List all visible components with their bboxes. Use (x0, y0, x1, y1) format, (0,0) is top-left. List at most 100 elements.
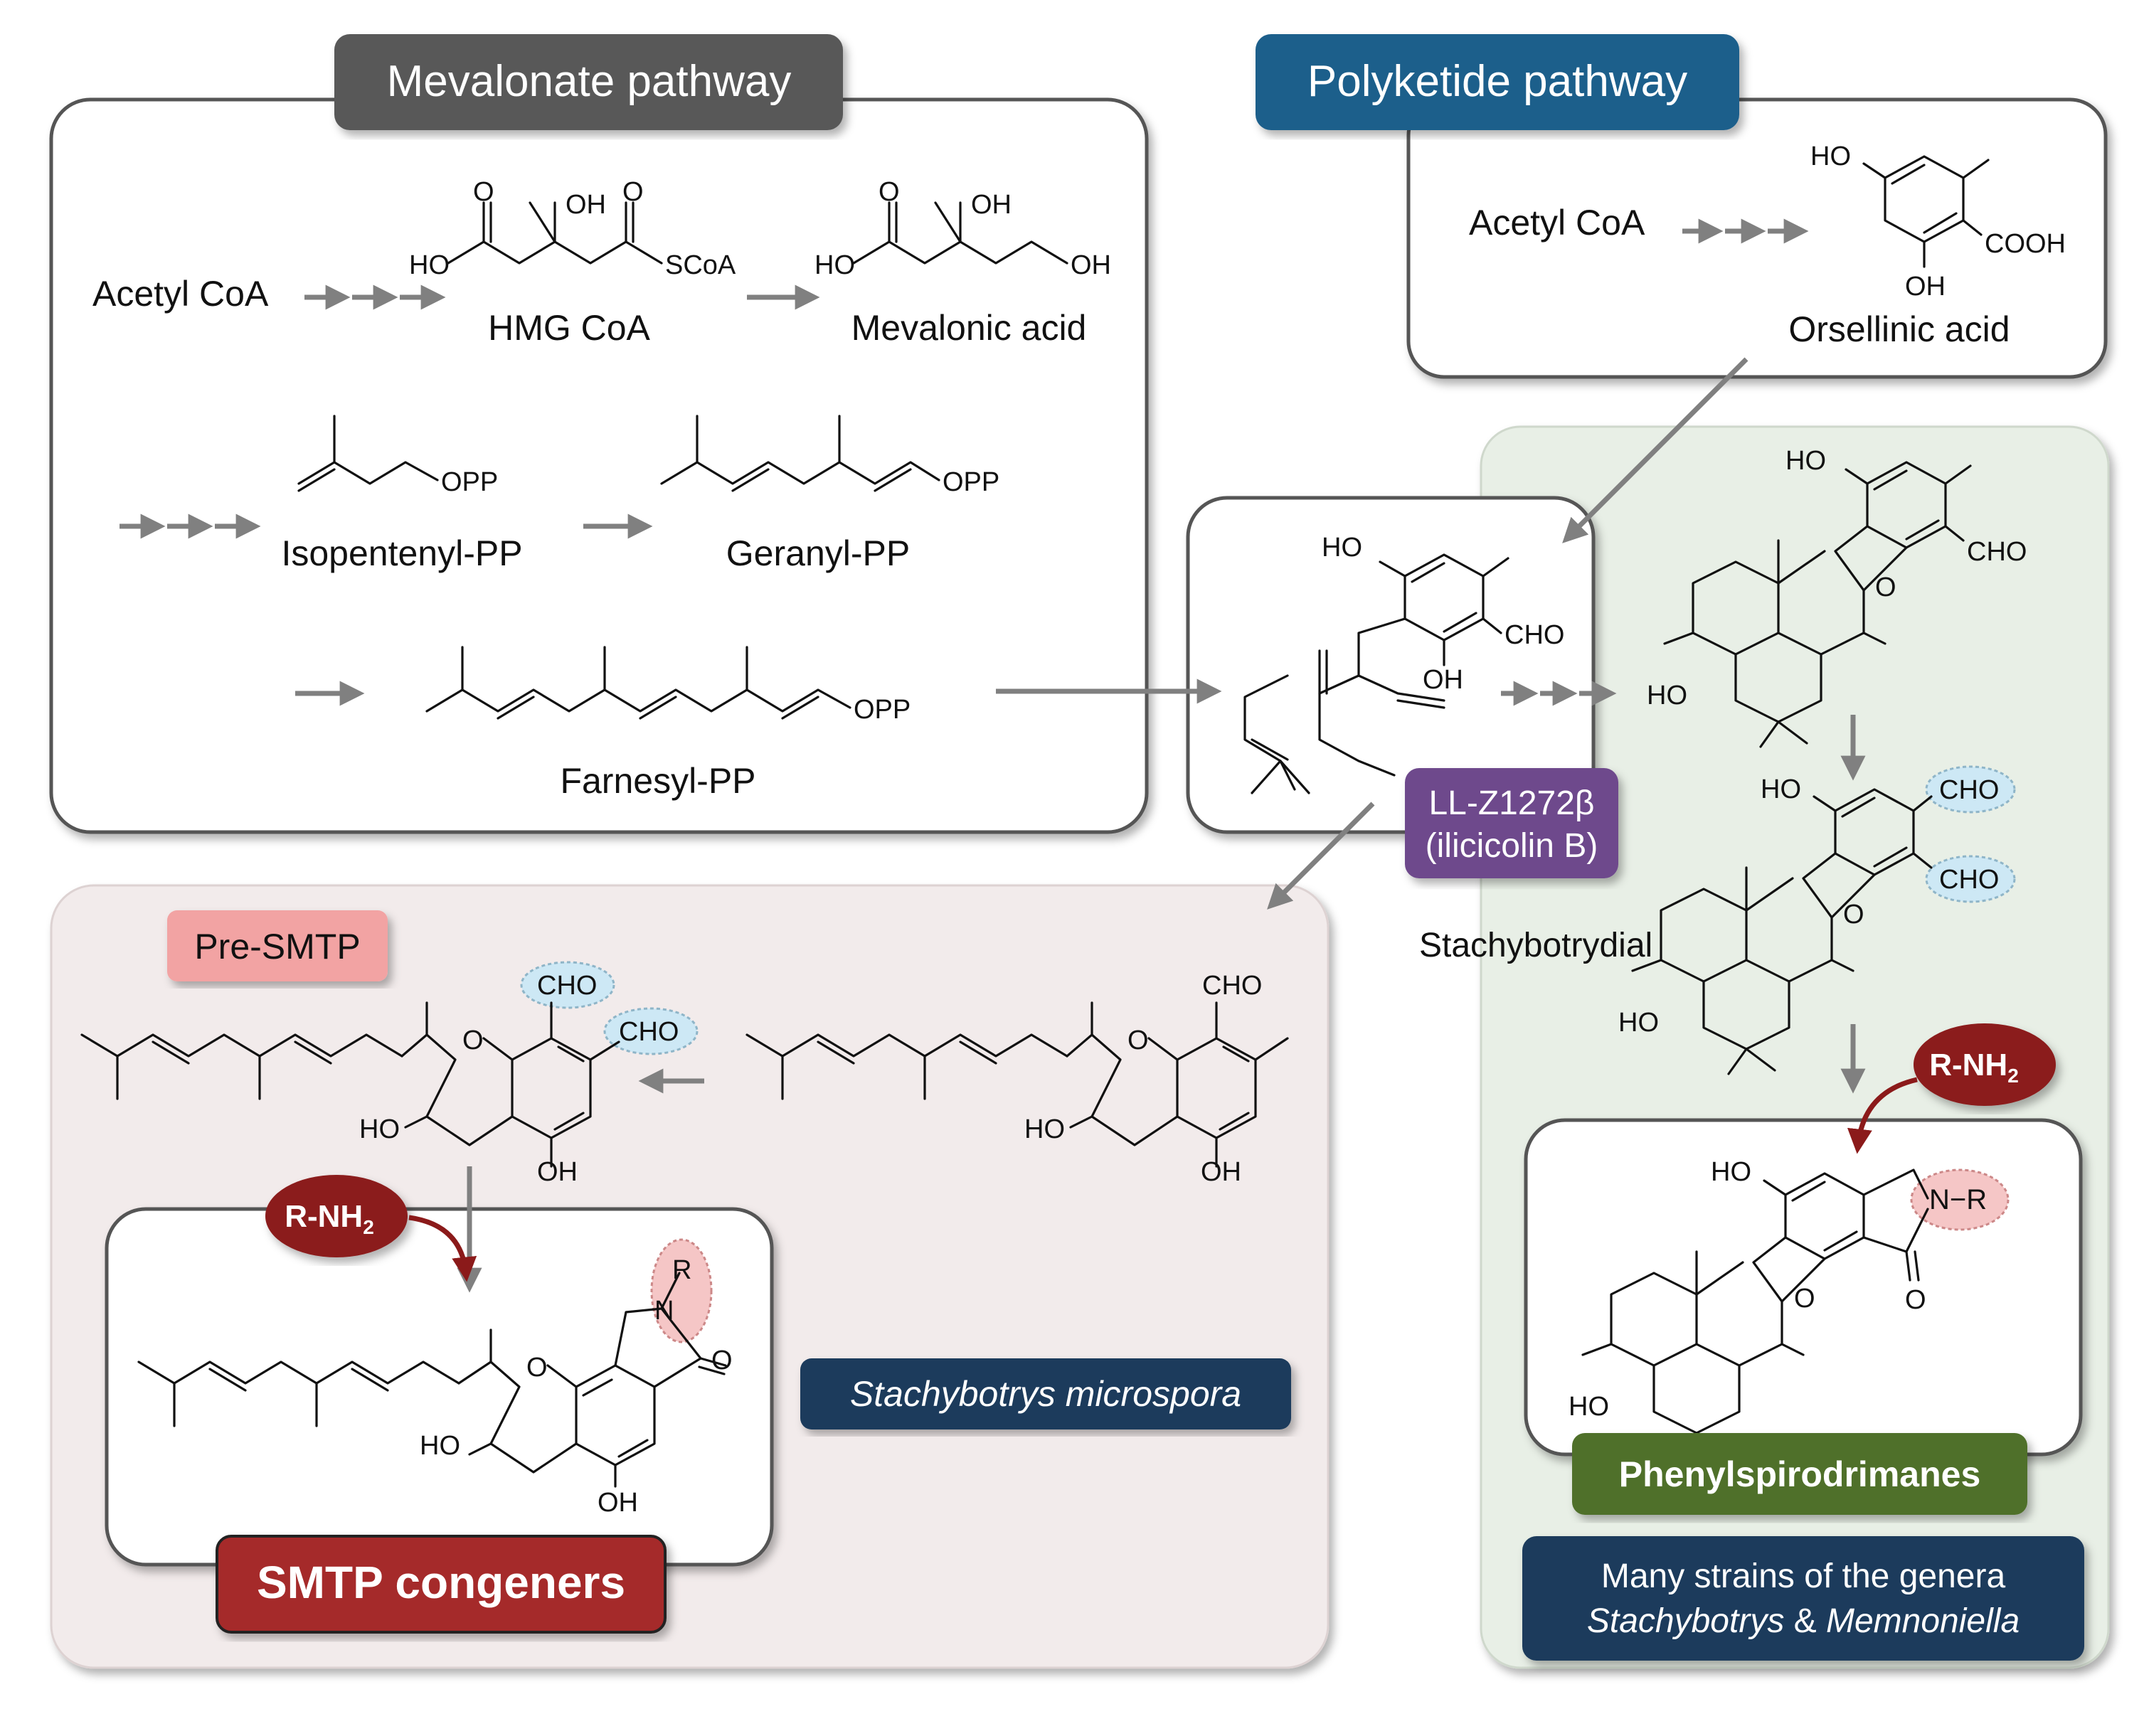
ilicicolin-label-line2: (ilicicolin B) (1426, 827, 1598, 865)
precursor-oh: OH (1201, 1157, 1241, 1187)
mevalonate-header-box (334, 34, 843, 130)
phenyl-ho-bottom: HO (1569, 1392, 1609, 1422)
phenyl-reagent-sub: 2 (2007, 1065, 2019, 1087)
smtp-product-oh: OH (598, 1488, 638, 1518)
smtp-congeners-label-box (216, 1535, 667, 1634)
genus-memnoniella: Memnoniella (1826, 1602, 2020, 1640)
mev-oh1: OH (971, 190, 1012, 220)
orsellinic-acid-label: Orsellinic acid (1788, 309, 2010, 349)
smtp-product-o-carbonyl: O (711, 1346, 733, 1375)
pre-smtp-structure: O CHO CHO HO OH (80, 961, 699, 1187)
smtp-product-r: R (672, 1255, 691, 1285)
amine-highlight-right (1910, 1168, 2010, 1231)
pre-smtp-ho: HO (359, 1114, 400, 1144)
orsellinic-acid-structure: HO COOH OH (1810, 142, 2066, 302)
phenyl-organisms-line2: Stachybotrys & Memnoniella (1587, 1602, 2020, 1640)
mevalonic-acid-label: Mevalonic acid (851, 308, 1087, 348)
mev-o: O (879, 177, 900, 207)
arrow-ilicicolin-to-smtp (1267, 802, 1375, 910)
stachybotrydial-ho-bottom: HO (1618, 1008, 1659, 1038)
ilicicolin-cho: CHO (1504, 620, 1564, 650)
orsellinic-cooh: COOH (1985, 229, 2066, 259)
pre-smtp-label: Pre-SMTP (194, 927, 360, 966)
ilicicolin-label-line1: LL-Z1272β (1428, 784, 1594, 822)
ilicicolin-box (1186, 496, 1596, 834)
cho-highlight-2 (1925, 855, 2016, 903)
pre-smtp-cho-1: CHO (537, 971, 597, 1001)
phenylspirodrimane-structure: HO N−R O O HO (1569, 1157, 2010, 1459)
mev-ho: HO (814, 250, 855, 280)
geranyl-pp-label: Geranyl-PP (726, 533, 910, 573)
precursor-cho: CHO (1202, 971, 1262, 1001)
smtp-congeners-label: SMTP congeners (257, 1557, 625, 1608)
phenyl-organisms-box (1522, 1536, 2084, 1661)
hmg-scoa: SCoA (665, 250, 736, 280)
phenyl-reagent-bubble (1914, 1023, 2056, 1106)
pre-smtp-cho-highlight-1 (520, 961, 615, 1009)
hmg-o1: O (473, 177, 494, 207)
stachybotrydial-cho-1: CHO (1939, 775, 1999, 805)
isopentenyl-pp-label: Isopentenyl-PP (281, 533, 522, 573)
pre-smtp-label-box (167, 910, 388, 981)
cho-highlight-1 (1925, 765, 2016, 814)
arrow-orsellinic-to-ilicicolin (1562, 357, 1748, 543)
smtp-precursor-structure: O CHO HO OH (745, 971, 1289, 1187)
cyclized-ho-bottom: HO (1647, 681, 1687, 710)
smtp-reagent-main: R-NH (285, 1199, 363, 1234)
smtp-reagent: R-NH2 (285, 1199, 374, 1238)
phenyl-o-ring: O (1794, 1284, 1815, 1314)
genus-stachybotrys: Stachybotrys (1587, 1602, 1784, 1640)
stachybotrydial-ho-top: HO (1761, 774, 1801, 804)
ilicicolin-oh: OH (1423, 665, 1463, 695)
phenyl-reagent-main: R-NH (1929, 1048, 2007, 1082)
phenyl-ho-top: HO (1711, 1157, 1751, 1187)
hmg-coa-label: HMG CoA (488, 308, 650, 348)
smtp-reagent-bubble (265, 1175, 408, 1257)
pre-smtp-cho-highlight-2 (603, 1007, 699, 1055)
phenyl-reagent: R-NH2 (1929, 1048, 2019, 1087)
acetyl-coa-label: Acetyl CoA (92, 274, 269, 314)
smtp-product-ho: HO (420, 1431, 460, 1461)
mevalonate-header: Mevalonate pathway (387, 57, 792, 106)
cyclized-ho-top: HO (1785, 446, 1826, 476)
phenyl-reagent-curve (1847, 1077, 1918, 1154)
pk-acetyl-coa-label: Acetyl CoA (1469, 203, 1645, 243)
phenyl-o-carbonyl: O (1905, 1285, 1926, 1315)
geranyl-pp-structure: OPP (660, 415, 999, 497)
orsellinic-ho: HO (1810, 142, 1851, 171)
stachybotrydial-structure: HO CHO CHO O HO (1618, 765, 2016, 1075)
pre-smtp-o: O (462, 1026, 484, 1055)
cyclized-intermediate-structure: HO CHO O HO (1647, 446, 2027, 748)
genus-ampersand: & (1784, 1602, 1826, 1640)
stachybotrydial-label: Stachybotrydial (1419, 927, 1652, 964)
hmg-o2: O (622, 177, 644, 207)
ilicicolin-ho: HO (1322, 533, 1362, 563)
smtp-product-structure: O N R O HO OH (137, 1238, 733, 1518)
gpp-opp: OPP (943, 467, 999, 497)
smtp-product-o-ring: O (526, 1353, 548, 1383)
phenyl-nr: N−R (1929, 1184, 1987, 1215)
smtp-product-n: N (654, 1296, 674, 1326)
smtp-organism-label: Stachybotrys microspora (850, 1374, 1241, 1414)
smtp-reagent-sub: 2 (363, 1216, 374, 1238)
farnesyl-pp-structure: OPP (425, 646, 911, 725)
smtp-reagent-curve (408, 1215, 477, 1282)
ilicicolin-structure: HO CHO OH (1243, 533, 1564, 794)
precursor-o: O (1127, 1026, 1149, 1055)
fpp-opp: OPP (854, 695, 911, 725)
isopentenyl-pp-structure: OPP (297, 415, 498, 497)
hmg-oh: OH (566, 190, 606, 220)
mevalonic-acid-structure: HO O OH OH (814, 177, 1111, 280)
precursor-ho: HO (1024, 1114, 1065, 1144)
pre-smtp-oh: OH (537, 1157, 578, 1187)
farnesyl-pp-label: Farnesyl-PP (560, 761, 755, 801)
phenyl-organisms-line1: Many strains of the genera (1601, 1557, 2006, 1595)
stachybotrydial-o: O (1843, 900, 1864, 930)
cyclized-o: O (1875, 573, 1896, 602)
phenylspirodrimanes-label-box (1572, 1433, 2027, 1515)
polyketide-header: Polyketide pathway (1307, 57, 1687, 106)
cyclized-cho: CHO (1967, 537, 2027, 567)
ipp-opp: OPP (441, 467, 498, 497)
ilicicolin-label-box (1405, 768, 1618, 878)
